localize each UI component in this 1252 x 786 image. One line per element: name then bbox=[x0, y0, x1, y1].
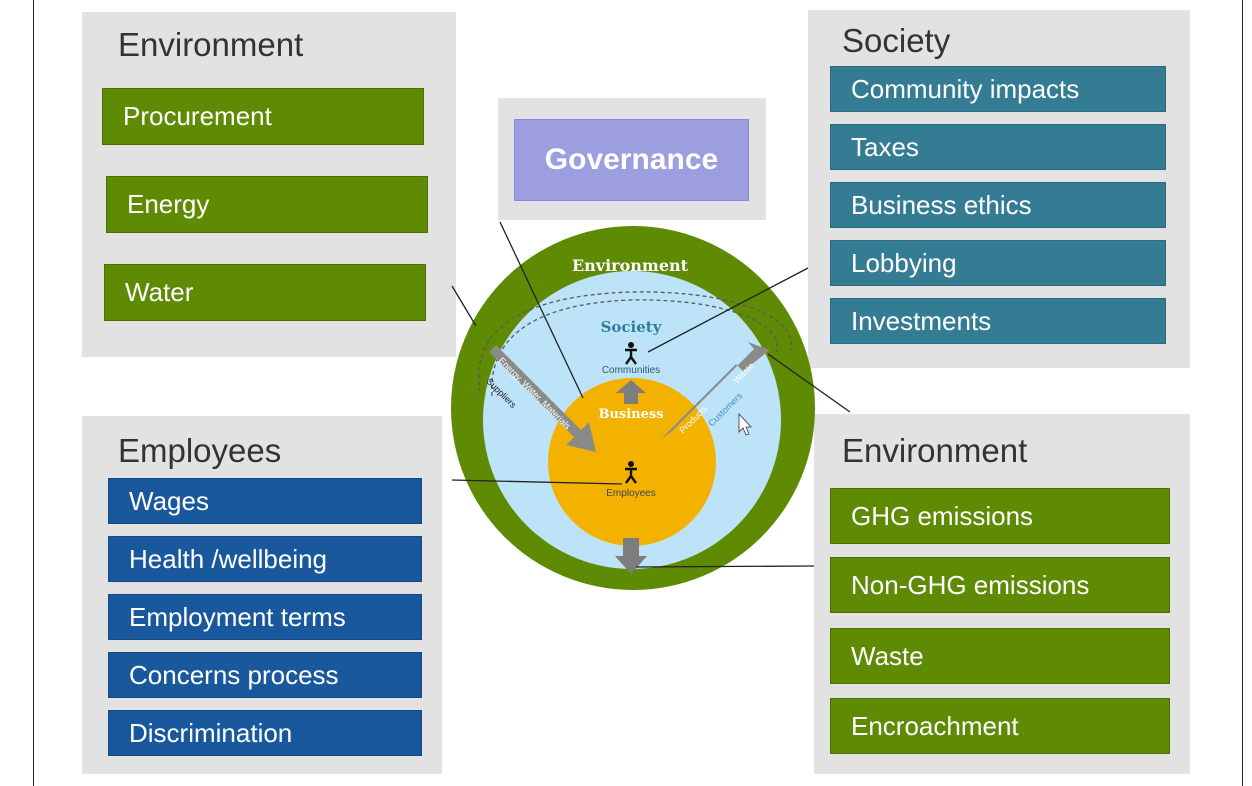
env-inputs-connector bbox=[451, 285, 477, 327]
left-frame-line bbox=[33, 0, 34, 786]
recycling-loop-outer bbox=[478, 291, 792, 393]
encroachment-item: Encroachment bbox=[830, 698, 1170, 754]
non-ghg-emissions-item: Non-GHG emissions bbox=[830, 557, 1170, 613]
employee-person-icon bbox=[625, 461, 637, 484]
environment-ring-label: Environment bbox=[572, 256, 689, 275]
community-impacts-item: Community impacts bbox=[830, 66, 1166, 112]
mouse-cursor-icon bbox=[738, 412, 752, 436]
up-arrow bbox=[616, 380, 646, 404]
environment-outputs-title: Environment bbox=[842, 432, 1028, 469]
community-person-icon bbox=[625, 342, 637, 365]
employees-connector bbox=[451, 479, 623, 485]
recycling-loop-inner bbox=[491, 299, 778, 397]
governance-box: Governance bbox=[514, 119, 749, 201]
discrimination-item: Discrimination bbox=[108, 710, 422, 756]
employees-label: Employees bbox=[606, 488, 655, 499]
society-connector bbox=[647, 267, 809, 353]
down-arrow bbox=[615, 538, 647, 574]
communities-label: Communities bbox=[602, 365, 660, 376]
society-title: Society bbox=[842, 22, 951, 59]
waste-item: Waste bbox=[830, 628, 1170, 684]
env-outputs-connector bbox=[767, 353, 851, 413]
environment-inputs-title: Environment bbox=[118, 26, 304, 63]
concerns-process-item: Concerns process bbox=[108, 652, 422, 698]
governance-connector bbox=[499, 221, 584, 399]
right-frame-line bbox=[1242, 0, 1243, 786]
procurement-item: Procurement bbox=[102, 88, 424, 145]
ghg-emissions-item: GHG emissions bbox=[830, 488, 1170, 544]
business-label: Business bbox=[598, 407, 663, 422]
water-item: Water bbox=[104, 264, 426, 321]
taxes-item: Taxes bbox=[830, 124, 1166, 170]
investments-item: Investments bbox=[830, 298, 1166, 344]
energy-item: Energy bbox=[106, 176, 428, 233]
health-wellbeing-item: Health /wellbeing bbox=[108, 536, 422, 582]
lobbying-item: Lobbying bbox=[830, 240, 1166, 286]
employees-title: Employees bbox=[118, 432, 282, 469]
business-ethics-item: Business ethics bbox=[830, 182, 1166, 228]
wages-item: Wages bbox=[108, 478, 422, 524]
society-ring-label: Society bbox=[601, 318, 663, 336]
employment-terms-item: Employment terms bbox=[108, 594, 422, 640]
emissions-connector bbox=[635, 565, 815, 568]
